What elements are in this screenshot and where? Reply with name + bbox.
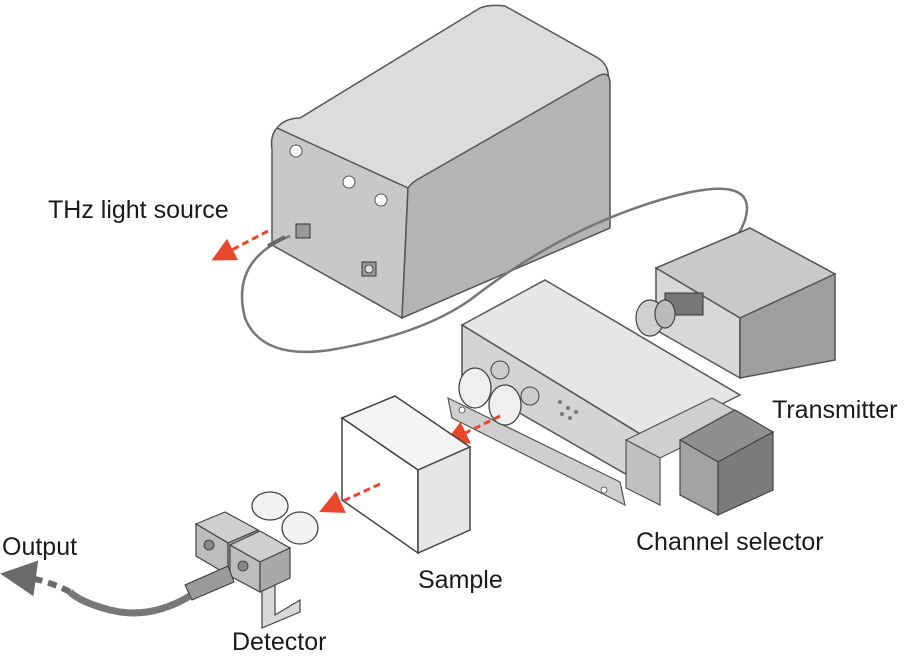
label-transmitter: Transmitter (772, 396, 898, 424)
fiber-cable (240, 187, 749, 354)
sample-block (340, 395, 472, 555)
thz-light-source-device (270, 4, 611, 320)
detector-device (184, 491, 319, 629)
output-arrow (0, 560, 72, 597)
label-channel-selector: Channel selector (636, 528, 824, 556)
output-cable (67, 589, 192, 617)
channel-selector-device (447, 279, 775, 516)
label-detector: Detector (232, 628, 327, 656)
sample-beam-arrow (319, 482, 381, 513)
label-sample: Sample (418, 566, 503, 594)
source-beam-arrow (211, 229, 269, 261)
selector-beam-arrow (444, 414, 501, 444)
label-thz-light-source: THz light source (48, 196, 229, 224)
label-output: Output (2, 533, 78, 561)
transmitter-device (635, 227, 837, 380)
